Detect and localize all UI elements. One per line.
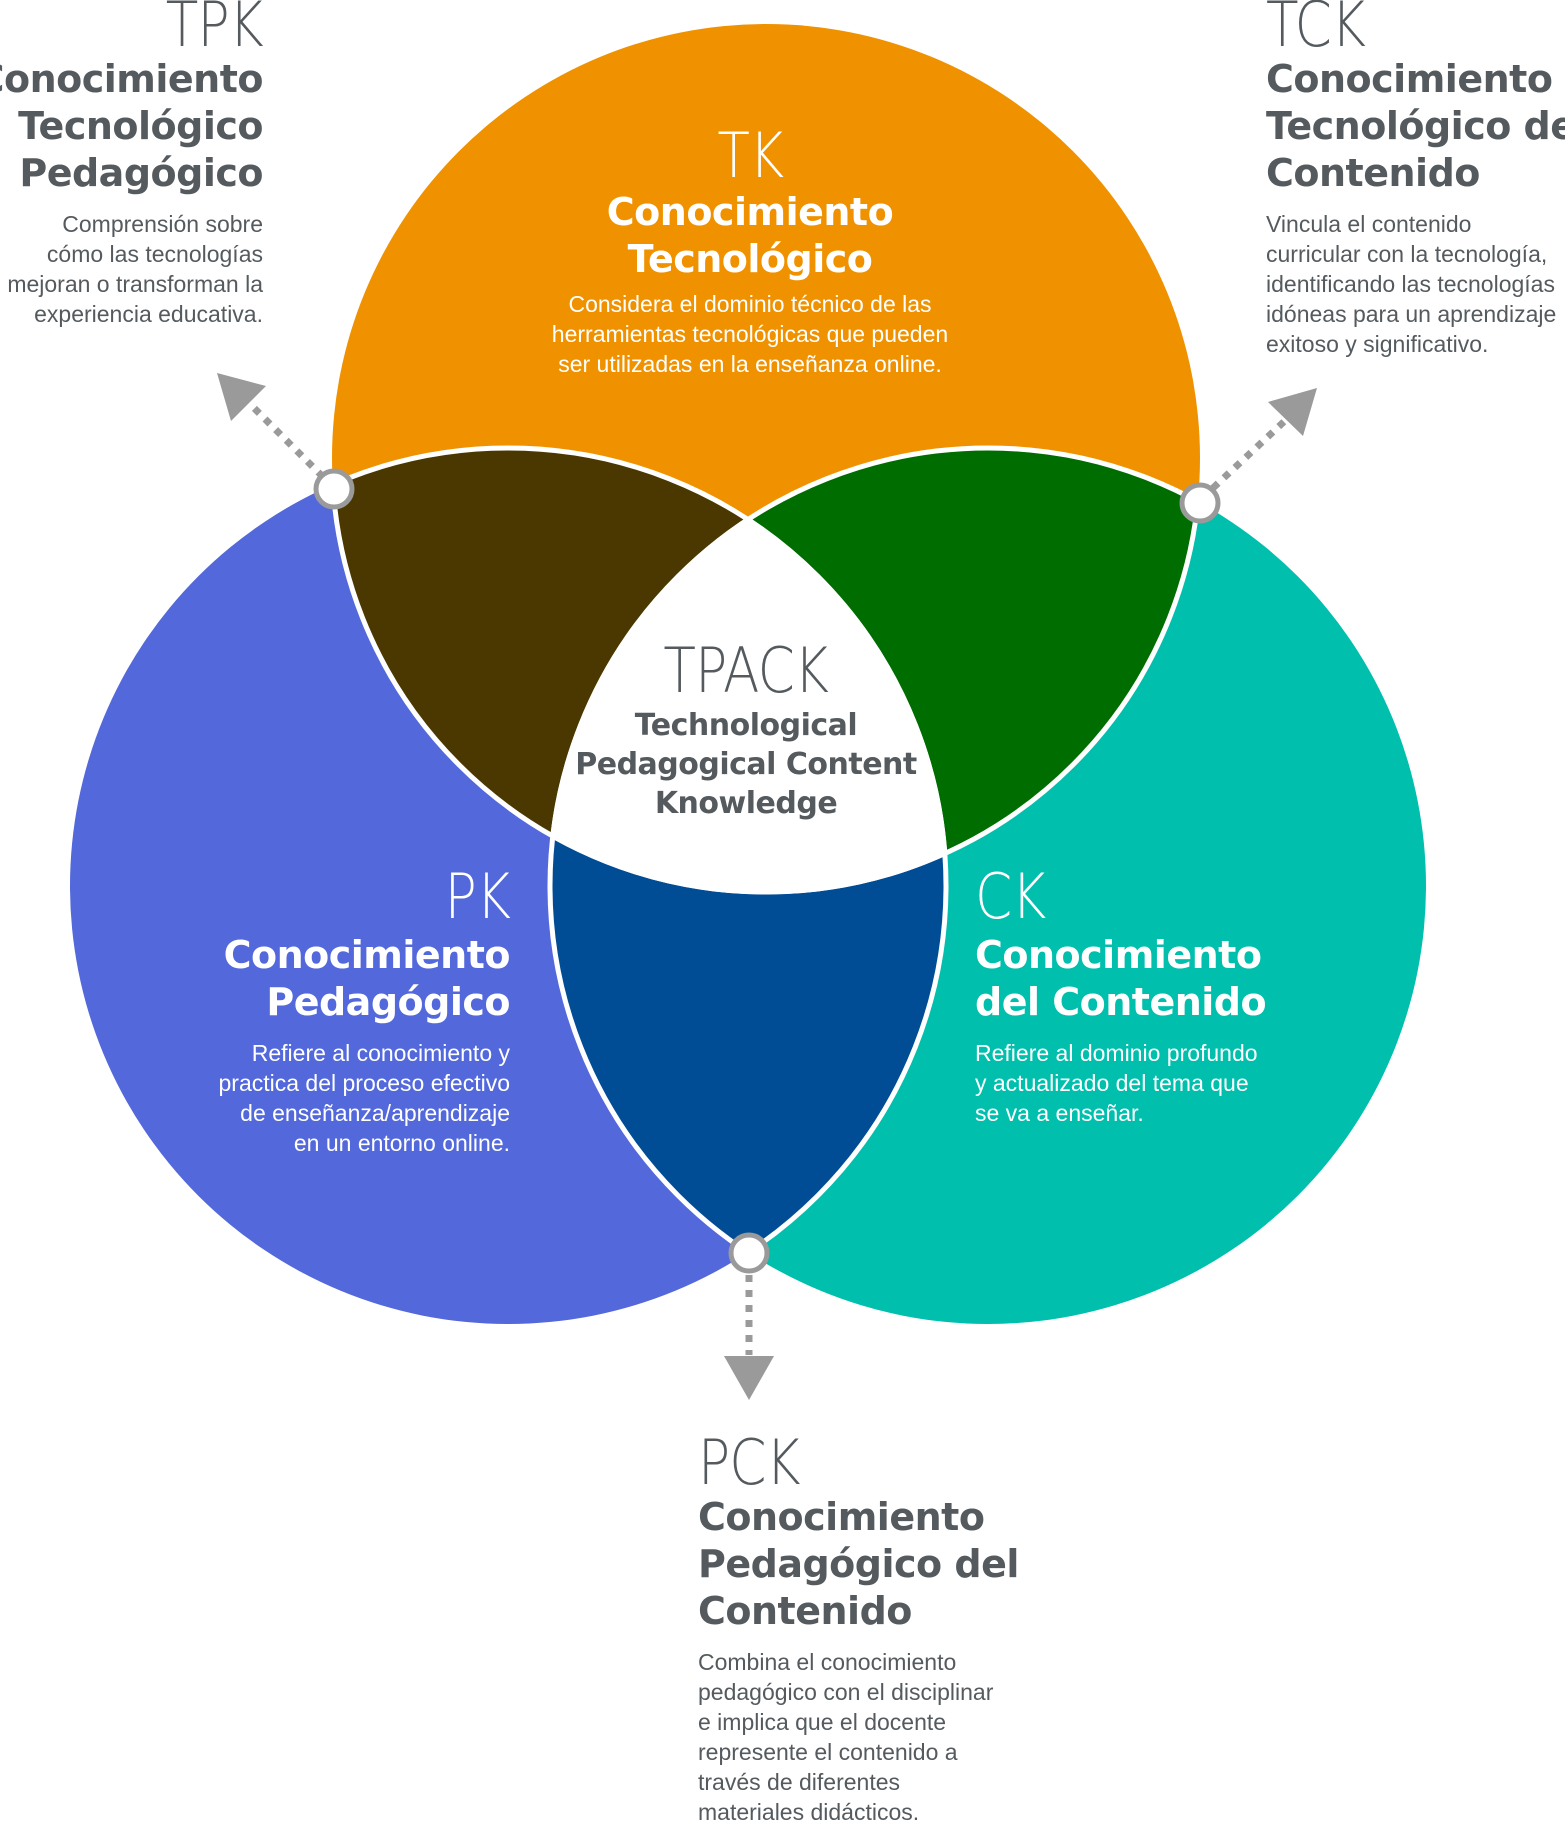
tk-description: Considera el dominio técnico de las herr… (551, 291, 949, 377)
tck-text-block: TCK Conocimiento Tecnológico del Conteni… (1266, 0, 1565, 359)
tck-marker[interactable] (1179, 482, 1221, 524)
tpack-label: TPACK (663, 634, 830, 707)
pck-label: PCK (698, 1426, 801, 1499)
pck-title: Conocimiento Pedagógico del Contenido (698, 1495, 1019, 1633)
tpk-text-block: TPK Conocimiento Tecnológico Pedagógico … (0, 0, 264, 329)
tpk-label: TPK (165, 0, 264, 61)
pk-title: Conocimiento Pedagógico (223, 933, 511, 1024)
tk-label: TK (717, 119, 784, 192)
tpk-connector-line (241, 395, 326, 480)
tck-arrow-icon (1268, 388, 1317, 436)
tck-title: Conocimiento Tecnológico del Contenido (1266, 57, 1565, 195)
ck-title: Conocimiento del Contenido (975, 933, 1267, 1024)
pk-text-block: PK Conocimiento Pedagógico Refiere al co… (110, 860, 511, 1158)
tpack-title: Technological Pedagogical Content Knowle… (575, 708, 917, 821)
pck-arrow-icon (724, 1356, 774, 1400)
ck-text-block: CK Conocimiento del Contenido Refiere al… (975, 866, 1375, 1128)
pk-label: PK (444, 860, 511, 933)
tk-text-block: TK Conocimiento Tecnológico Considera el… (500, 125, 1000, 379)
pck-marker[interactable] (728, 1232, 770, 1274)
tpk-description: Comprensión sobre cómo las tecnologías m… (7, 211, 263, 327)
pck-text-block: PCK Conocimiento Pedagógico del Contenid… (698, 1432, 1058, 1827)
pk-description: Refiere al conocimiento y practica del p… (218, 1040, 511, 1156)
ck-description: Refiere al dominio profundo y actualizad… (975, 1040, 1258, 1126)
tpk-arrow-icon (217, 373, 266, 421)
tpack-text-block: TPACK Technological Pedagogical Content … (546, 640, 946, 823)
tpk-marker[interactable] (313, 468, 355, 510)
tck-label: TCK (1266, 0, 1366, 61)
pck-description: Combina el conocimiento pedagógico con e… (698, 1649, 994, 1825)
tk-title: Conocimiento Tecnológico (606, 190, 894, 281)
ck-label: CK (975, 860, 1046, 933)
tpk-title: Conocimiento Tecnológico Pedagógico (0, 57, 264, 195)
tck-connector-line (1210, 413, 1293, 491)
tpack-region (550, 448, 946, 892)
tck-description: Vincula el contenido curricular con la t… (1266, 211, 1557, 357)
